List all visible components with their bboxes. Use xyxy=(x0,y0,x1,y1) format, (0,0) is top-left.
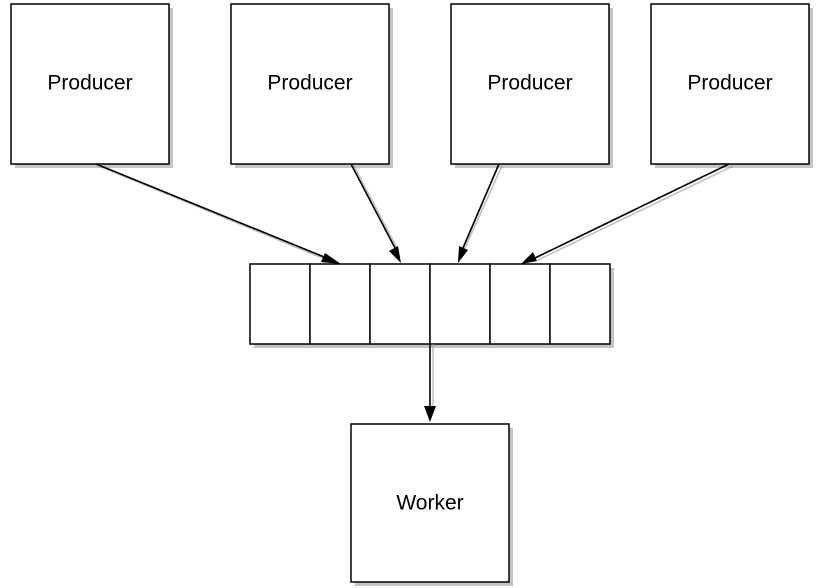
producer-node-3: Producer xyxy=(450,3,613,168)
producer-box-2 xyxy=(230,3,390,165)
queue-cell-4 xyxy=(429,263,491,345)
queue-cell-1 xyxy=(249,263,311,345)
worker-label: Worker xyxy=(396,492,463,515)
queue-cell-3 xyxy=(369,263,431,345)
edge-producer-1-to-queue xyxy=(95,163,341,264)
producer-label-2: Producer xyxy=(267,72,352,95)
queue xyxy=(249,263,614,348)
worker-node: Worker xyxy=(350,423,513,586)
producer-label-1: Producer xyxy=(47,72,132,95)
edge-producer-2-to-queue xyxy=(350,163,401,263)
queue-cell-2 xyxy=(309,263,371,345)
producer-label-4: Producer xyxy=(687,72,772,95)
producer-node-2: Producer xyxy=(230,3,393,168)
worker-box xyxy=(350,423,510,583)
producer-box-4 xyxy=(650,3,810,165)
queue-cell-6 xyxy=(549,263,611,345)
producer-node-4: Producer xyxy=(650,3,813,168)
arrowhead-3 xyxy=(458,246,468,263)
edge-queue-to-worker xyxy=(424,344,436,422)
arrowhead-2 xyxy=(389,246,401,263)
arrowhead-1 xyxy=(321,253,341,264)
arrowhead-4 xyxy=(521,252,537,264)
producer-box-3 xyxy=(450,3,610,165)
producer-box-1 xyxy=(10,3,170,165)
producer-node-1: Producer xyxy=(10,3,173,168)
edge-producer-4-to-queue xyxy=(521,163,734,264)
queue-cell-5 xyxy=(489,263,551,345)
arrowhead-worker xyxy=(424,406,436,422)
producer-label-3: Producer xyxy=(487,72,572,95)
edge-producer-3-to-queue xyxy=(458,163,503,263)
